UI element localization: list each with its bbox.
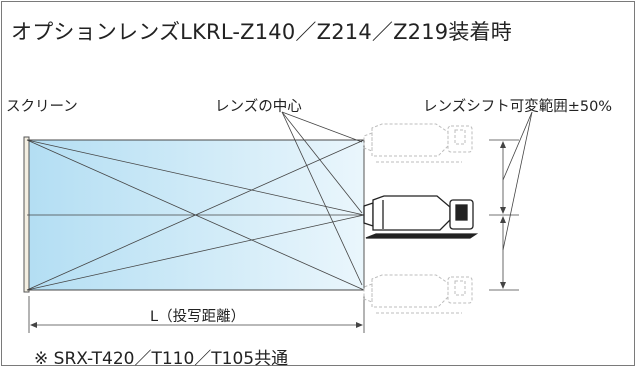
throw-distance-label: L（投写距離） xyxy=(150,309,246,325)
projector-upper-position xyxy=(363,123,473,163)
lens-shift-range-label: レンズシフト可変範囲±50% xyxy=(423,99,613,115)
screen-bar xyxy=(23,136,30,293)
lens-center-label: レンズの中心 xyxy=(215,99,302,115)
lens-shift-pointers xyxy=(502,111,533,251)
diagram-title: オプションレンズLKRL-Z140／Z214／Z219装着時 xyxy=(11,20,512,44)
lens-center-pointers xyxy=(281,111,363,286)
shift-range-dimension xyxy=(489,139,519,291)
projector-lower-position xyxy=(363,274,473,314)
projection-lines xyxy=(26,139,365,291)
footnote: ※ SRX-T420／T110／T105共通 xyxy=(34,349,289,369)
projector-center-position xyxy=(363,195,479,239)
screen-label: スクリーン xyxy=(6,99,78,115)
distance-dimension xyxy=(28,296,365,333)
